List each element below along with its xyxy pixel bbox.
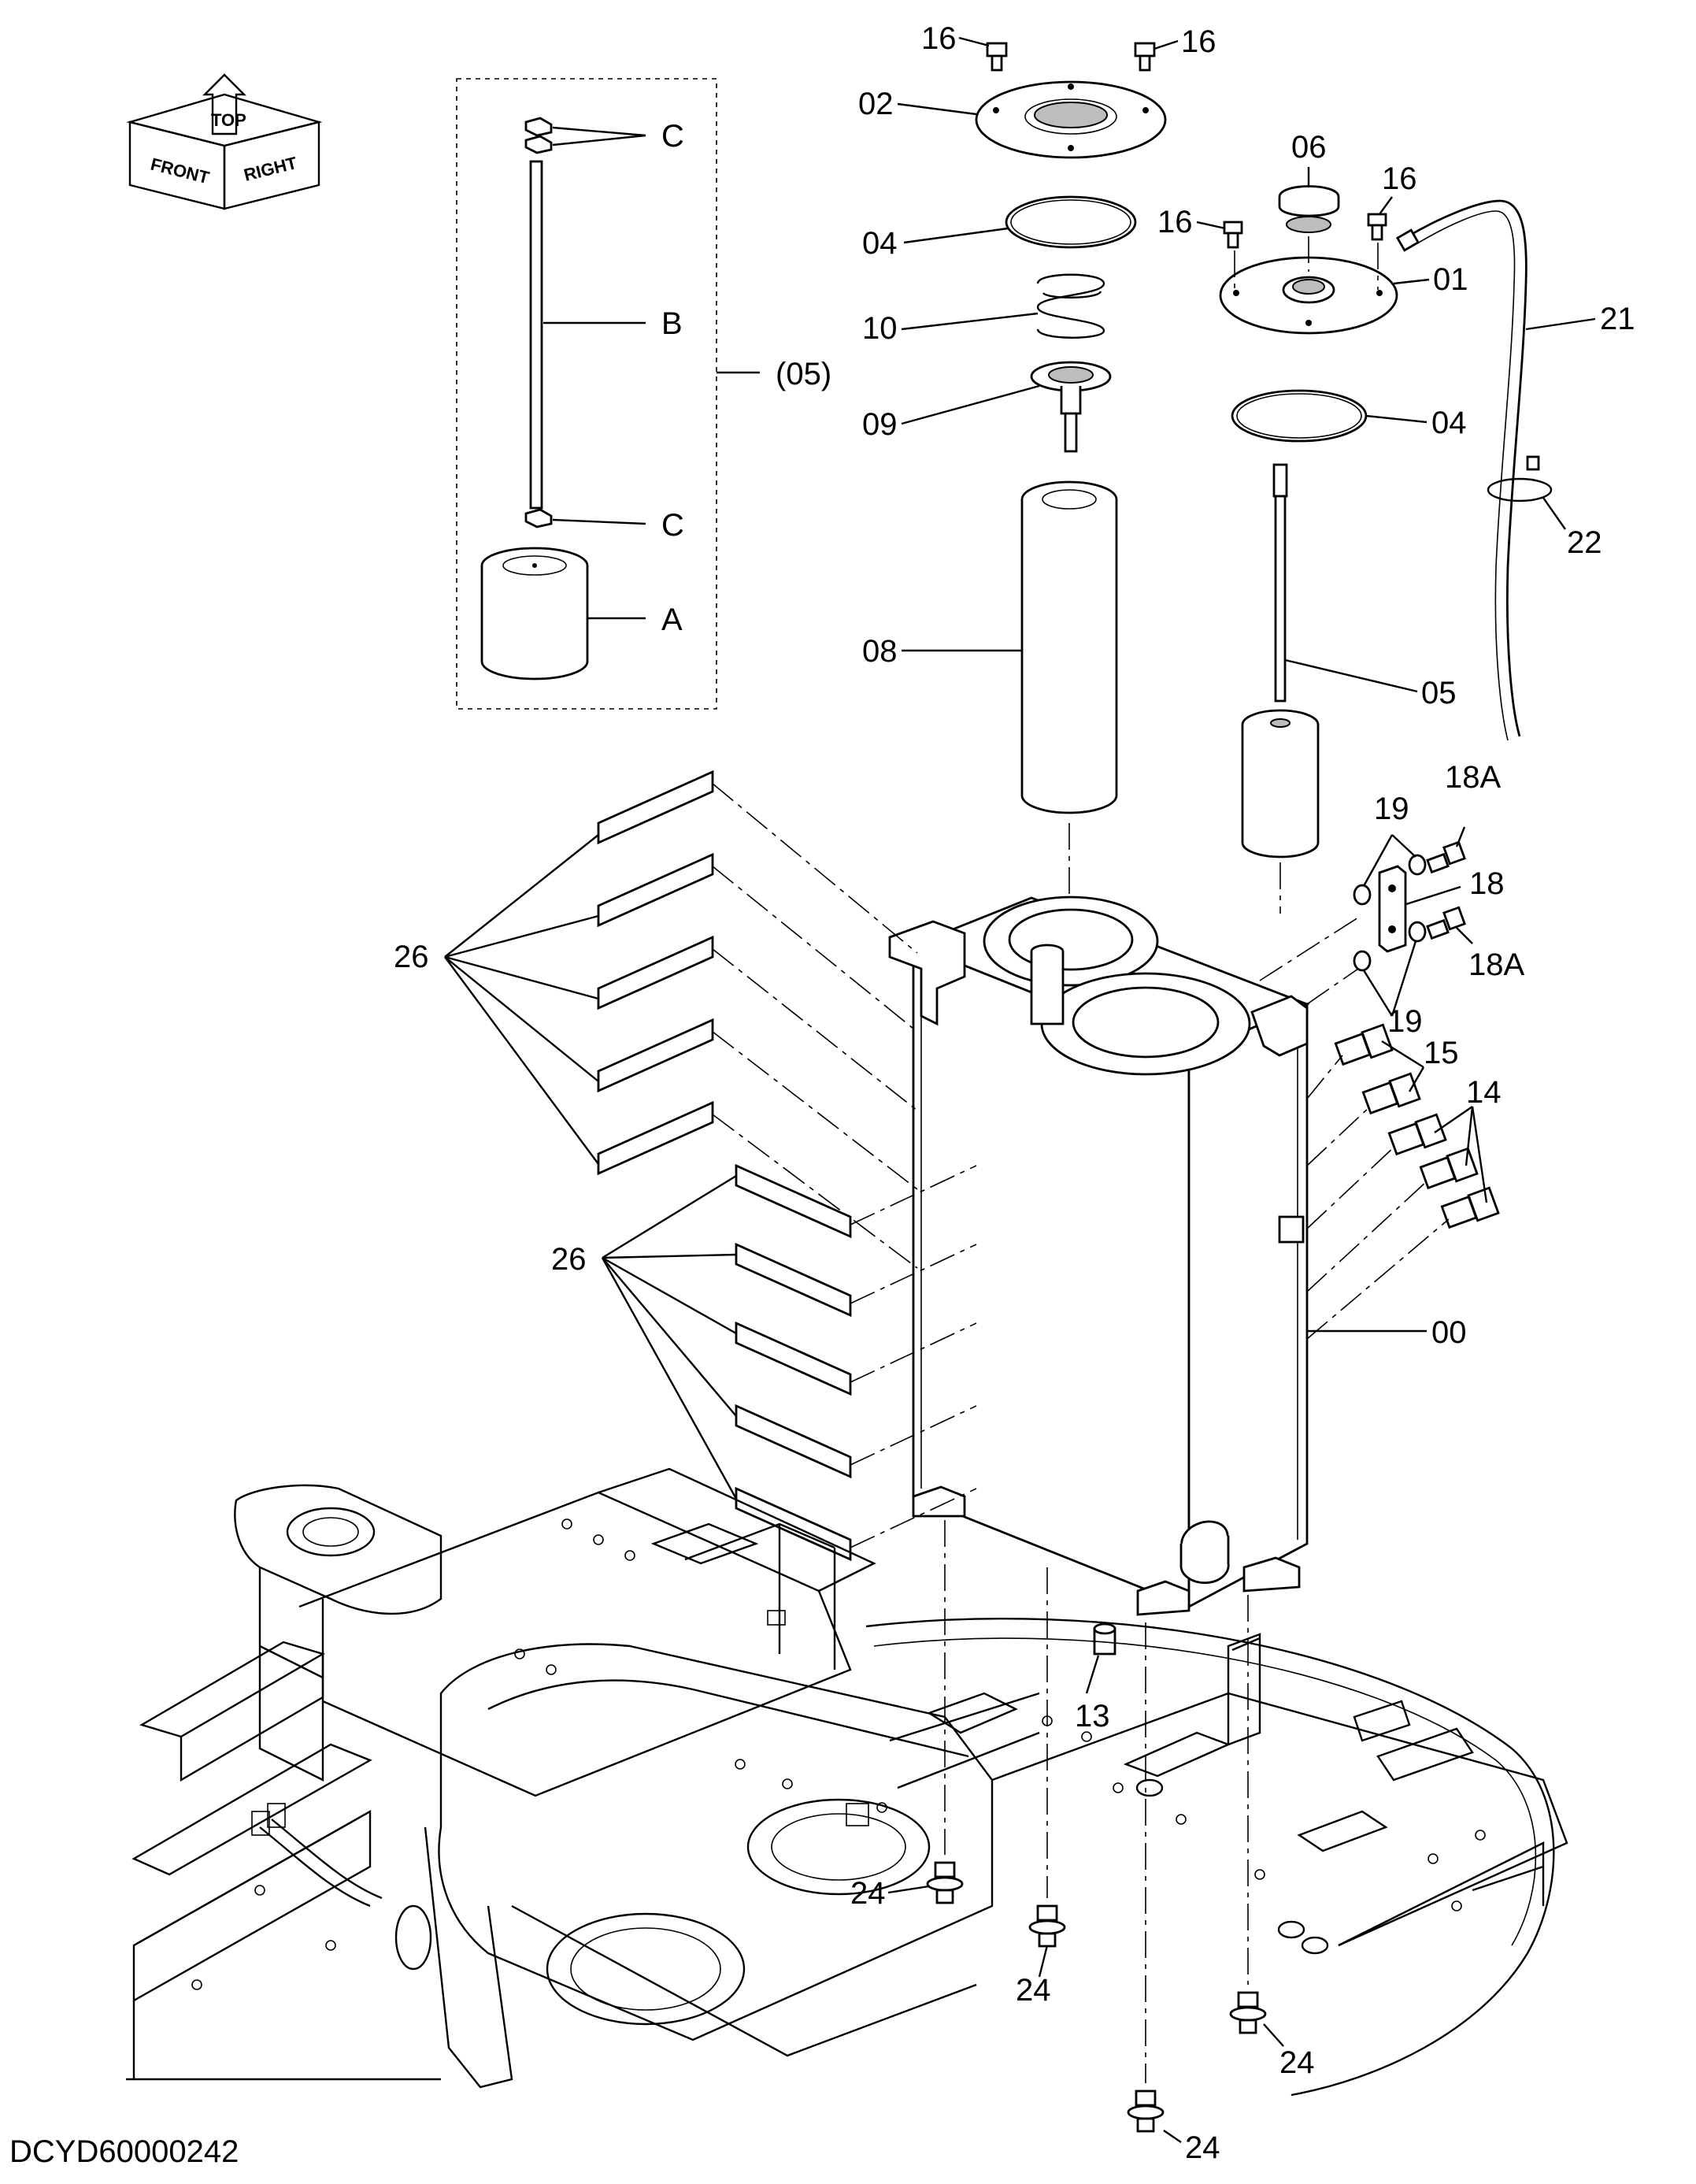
label-16: 16	[921, 21, 957, 56]
label-24: 24	[1185, 2130, 1220, 2165]
label-A: A	[661, 603, 683, 637]
label-15: 15	[1424, 1036, 1459, 1070]
label-19: 19	[1387, 1004, 1423, 1039]
orientation-indicator: FRONT TOP RIGHT	[126, 73, 323, 210]
label-04: 04	[1431, 406, 1467, 440]
label-05-subassembly: (05)	[776, 357, 831, 391]
label-24: 24	[1016, 1973, 1051, 2008]
label-24: 24	[1279, 2045, 1315, 2080]
label-21: 21	[1600, 302, 1635, 336]
orientation-right: RIGHT	[242, 153, 299, 185]
label-26: 26	[394, 940, 429, 974]
label-06: 06	[1291, 130, 1327, 165]
orientation-front: FRONT	[149, 154, 212, 188]
decals-26	[444, 769, 977, 1562]
label-13: 13	[1075, 1699, 1110, 1733]
label-00: 00	[1431, 1315, 1467, 1350]
label-09: 09	[862, 407, 898, 442]
bolts-24	[887, 1655, 1284, 2143]
label-B: B	[661, 306, 683, 341]
label-16: 16	[1157, 205, 1193, 239]
fittings-14-15	[1306, 1023, 1500, 1340]
label-18A: 18A	[1445, 760, 1501, 795]
label-22: 22	[1567, 525, 1602, 560]
label-04: 04	[862, 226, 898, 261]
part-labels: 16 16 02 04 10 09 08 06 16 16 01 21 04 2…	[9, 21, 1635, 2169]
label-C: C	[661, 508, 684, 543]
label-18: 18	[1469, 866, 1505, 901]
cover-assembly-right	[1219, 185, 1553, 914]
drawing-code: DCYD60000242	[9, 2134, 239, 2169]
cover-assembly-left	[975, 42, 1167, 937]
label-05: 05	[1421, 676, 1457, 710]
label-16: 16	[1181, 24, 1216, 59]
label-01: 01	[1433, 262, 1468, 297]
filter-subassembly-05	[456, 78, 760, 710]
bracket-18-assembly	[1259, 826, 1473, 1017]
label-26: 26	[551, 1242, 587, 1277]
label-14: 14	[1466, 1075, 1502, 1110]
label-19: 19	[1374, 792, 1409, 826]
label-08: 08	[862, 634, 898, 669]
upper-frame-structure	[126, 1467, 1568, 2097]
label-C: C	[661, 119, 684, 154]
label-16: 16	[1382, 161, 1417, 196]
label-18A: 18A	[1468, 947, 1524, 982]
label-24: 24	[850, 1876, 886, 1911]
orientation-top: TOP	[211, 110, 246, 130]
hydraulic-tank-00	[888, 895, 1310, 2083]
label-10: 10	[862, 311, 898, 346]
label-02: 02	[858, 87, 894, 121]
